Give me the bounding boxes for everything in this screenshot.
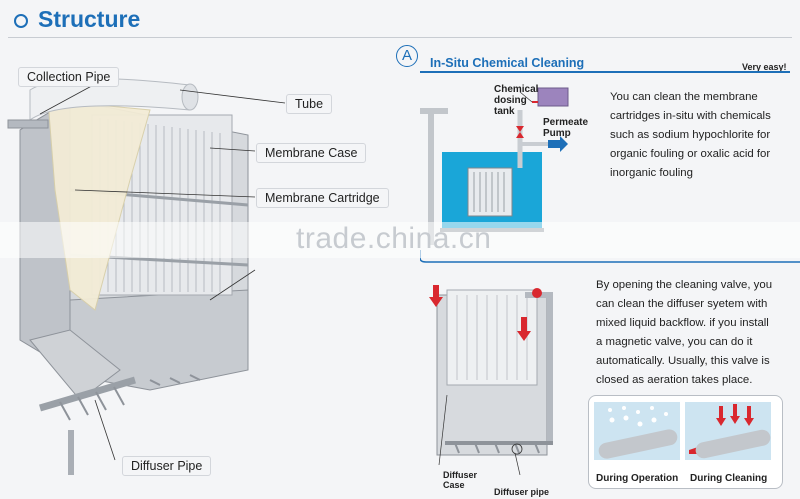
- section-a-description: You can clean the membrane cartridges in…: [610, 91, 771, 179]
- in-situ-cleaning-diagram: [420, 87, 569, 245]
- section-a-badge-icon: A: [396, 45, 418, 67]
- diffuser-pipe-small-label: Diffuser pipe: [494, 487, 550, 497]
- title-bar: Structure: [0, 0, 800, 36]
- collection-pipe-label: Collection Pipe: [18, 67, 120, 87]
- diffuser-cleaning-diagram: [429, 285, 553, 475]
- section-a-bottom-divider: [420, 250, 800, 263]
- page-title: Structure: [38, 6, 141, 32]
- chemical-dosing-tank-label: Chemical dosing tank: [494, 84, 539, 117]
- title-divider: [8, 37, 792, 38]
- during-cleaning-panel: [685, 402, 771, 460]
- backflow-arrows-illustration: [689, 404, 771, 459]
- very-easy-tag: Very easy!: [742, 62, 787, 72]
- section-a-divider: [420, 71, 790, 73]
- section-a-title: In-Situ Chemical Cleaning: [430, 56, 585, 70]
- diffuser-pipe-label: Diffuser Pipe: [122, 456, 212, 476]
- during-operation-caption: During Operation: [596, 473, 679, 484]
- membrane-cartridge-label: Membrane Cartridge: [256, 188, 389, 208]
- aeration-bubbles-illustration: [598, 406, 678, 459]
- watermark-text: trade.china.cn: [296, 222, 492, 255]
- during-cleaning-caption: During Cleaning: [690, 473, 768, 484]
- permeate-pump-label: Permeate Pump: [543, 117, 589, 139]
- watermark-band: [0, 222, 800, 258]
- title-circle-icon: [14, 14, 28, 28]
- diffuser-case-label: Diffuser Case: [443, 470, 478, 490]
- during-operation-panel: [594, 402, 680, 460]
- membrane-case-label: Membrane Case: [256, 143, 367, 163]
- tube-label: Tube: [286, 94, 333, 114]
- section-b-description: By opening the cleaning valve, you can c…: [596, 279, 773, 386]
- membrane-module-illustration: [7, 75, 286, 475]
